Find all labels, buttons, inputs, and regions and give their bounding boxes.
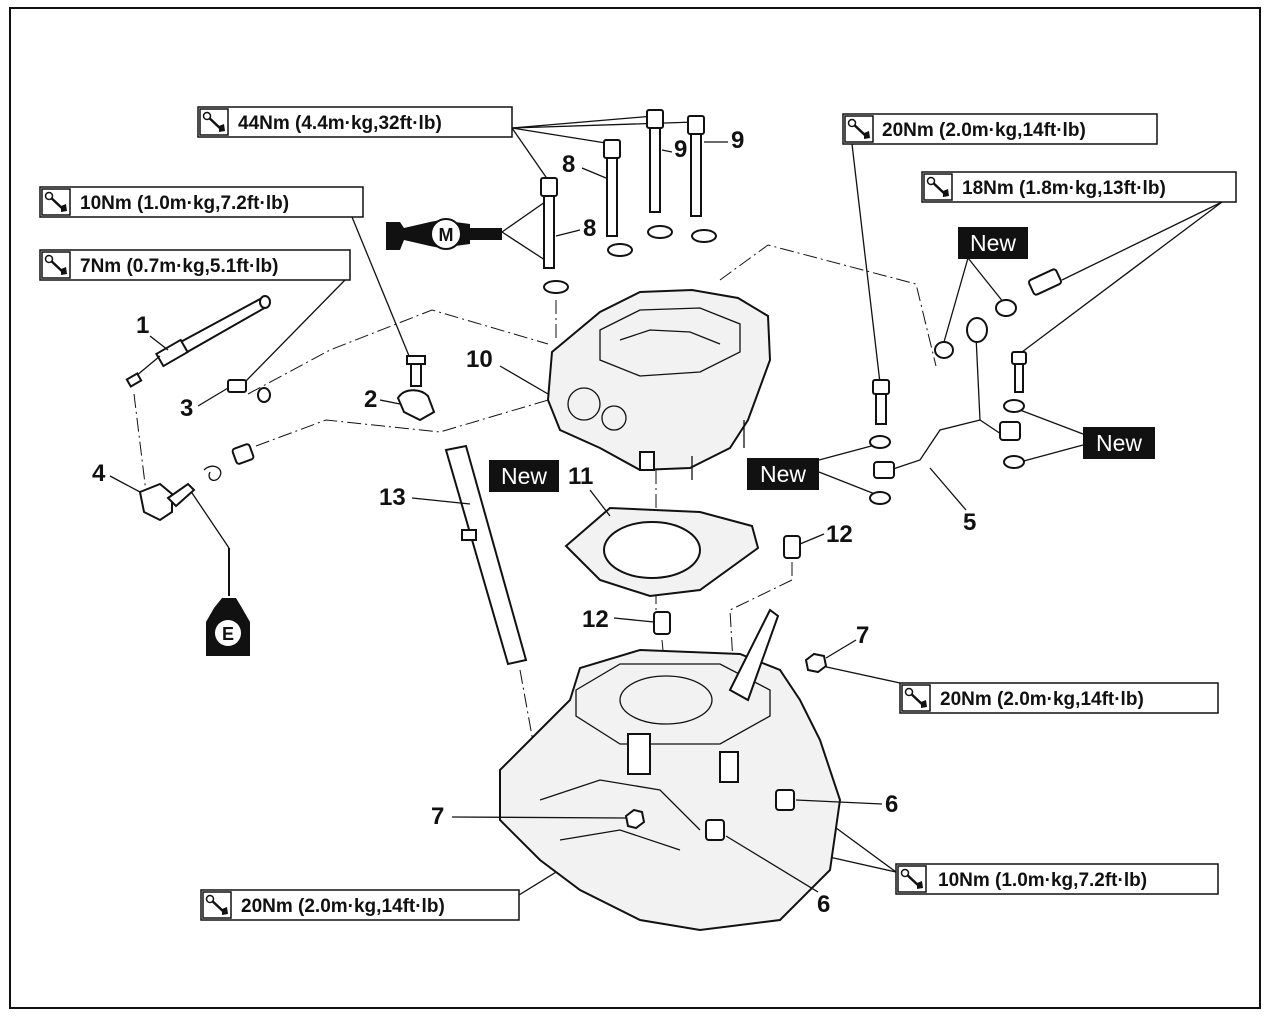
new-label-right: New: [1083, 427, 1155, 459]
union-bolts-and-washers: [869, 268, 1062, 505]
new-label-top-right: New: [958, 227, 1028, 259]
decompression-cable: [125, 295, 271, 388]
torque-label-44nm: 44Nm (4.4m·kg,32ft·lb): [197, 106, 513, 138]
torque-value-text: 10Nm (1.0m·kg,7.2ft·lb): [80, 193, 289, 214]
torque-wrench-icon: [900, 683, 932, 713]
new-label-text: New: [1096, 430, 1142, 456]
callout-7: 7: [856, 622, 869, 649]
torque-value-text: 20Nm (2.0m·kg,14ft·lb): [940, 689, 1144, 710]
torque-value-text: 10Nm (1.0m·kg,7.2ft·lb): [938, 870, 1147, 891]
callout-2: 2: [364, 386, 377, 413]
callout-9: 9: [674, 136, 687, 163]
new-label-gasket: New: [489, 460, 559, 492]
callout-6: 6: [885, 791, 898, 818]
callout-12: 12: [582, 606, 609, 633]
oil-delivery-pipe: [873, 317, 1021, 479]
callout-4: 4: [92, 460, 106, 487]
engine-oil-letter: E: [222, 624, 234, 644]
callout-numbers: 1 2 3 4 5 6 6 7 7 8 8 9 9 10 11 12 12 13: [92, 127, 976, 918]
callout-6: 6: [817, 891, 830, 918]
new-label-text: New: [970, 230, 1016, 256]
torque-value-text: 18Nm (1.8m·kg,13ft·lb): [962, 178, 1166, 199]
new-label-text: New: [501, 463, 547, 489]
cylinder-head: [546, 288, 772, 480]
torque-label-10nm-top: 10Nm (1.0m·kg,7.2ft·lb): [39, 186, 364, 218]
callout-1: 1: [136, 312, 149, 339]
torque-wrench-icon: [40, 250, 72, 280]
callout-12: 12: [826, 521, 853, 548]
torque-wrench-icon: [843, 114, 875, 144]
callout-13: 13: [379, 484, 406, 511]
moly-oil-letter: M: [439, 225, 454, 245]
torque-label-20nm-top: 20Nm (2.0m·kg,14ft·lb): [842, 113, 1158, 145]
engine-oil-icon: E: [206, 548, 250, 656]
new-label-text: New: [760, 461, 806, 487]
torque-label-20nm-mid: 20Nm (2.0m·kg,14ft·lb): [899, 682, 1219, 714]
dowel-pins: [653, 535, 801, 635]
torque-value-text: 44Nm (4.4m·kg,32ft·lb): [238, 113, 442, 134]
cylinder-and-crankcase: [499, 608, 842, 932]
torque-wrench-icon: [896, 864, 928, 894]
callout-3: 3: [180, 395, 193, 422]
cylinder-head-bolts: [540, 109, 717, 294]
new-label-oil-pipe: New: [747, 458, 819, 490]
torque-wrench-icon: [201, 890, 233, 920]
callout-8: 8: [583, 215, 596, 242]
callout-7: 7: [431, 803, 444, 830]
torque-label-18nm: 18Nm (1.8m·kg,13ft·lb): [921, 171, 1237, 203]
diagram-frame: [9, 7, 1261, 1009]
torque-value-text: 7Nm (0.7m·kg,5.1ft·lb): [80, 256, 278, 277]
torque-value-text: 20Nm (2.0m·kg,14ft·lb): [241, 896, 445, 917]
callout-9: 9: [731, 127, 744, 154]
callout-11: 11: [568, 463, 593, 490]
callout-8: 8: [562, 151, 575, 178]
torque-label-7nm: 7Nm (0.7m·kg,5.1ft·lb): [39, 249, 351, 281]
torque-wrench-icon: [40, 187, 72, 217]
assembly-center-lines: [133, 244, 937, 781]
molybdenum-oil-icon: M: [386, 218, 502, 250]
cylinder-head-gasket: [564, 506, 760, 598]
decompression-lever: [138, 443, 255, 522]
torque-value-text: 20Nm (2.0m·kg,14ft·lb): [882, 120, 1086, 141]
torque-label-10nm-bottom: 10Nm (1.0m·kg,7.2ft·lb): [895, 863, 1219, 895]
decompression-bolt: [227, 379, 271, 403]
timing-chain-guide: [444, 444, 528, 666]
torque-wrench-icon: [922, 172, 954, 202]
torque-label-20nm-bottom: 20Nm (2.0m·kg,14ft·lb): [200, 889, 520, 921]
cable-holder: [396, 355, 436, 422]
torque-wrench-icon: [198, 107, 230, 137]
callout-10: 10: [466, 346, 493, 373]
callout-5: 5: [963, 509, 976, 536]
